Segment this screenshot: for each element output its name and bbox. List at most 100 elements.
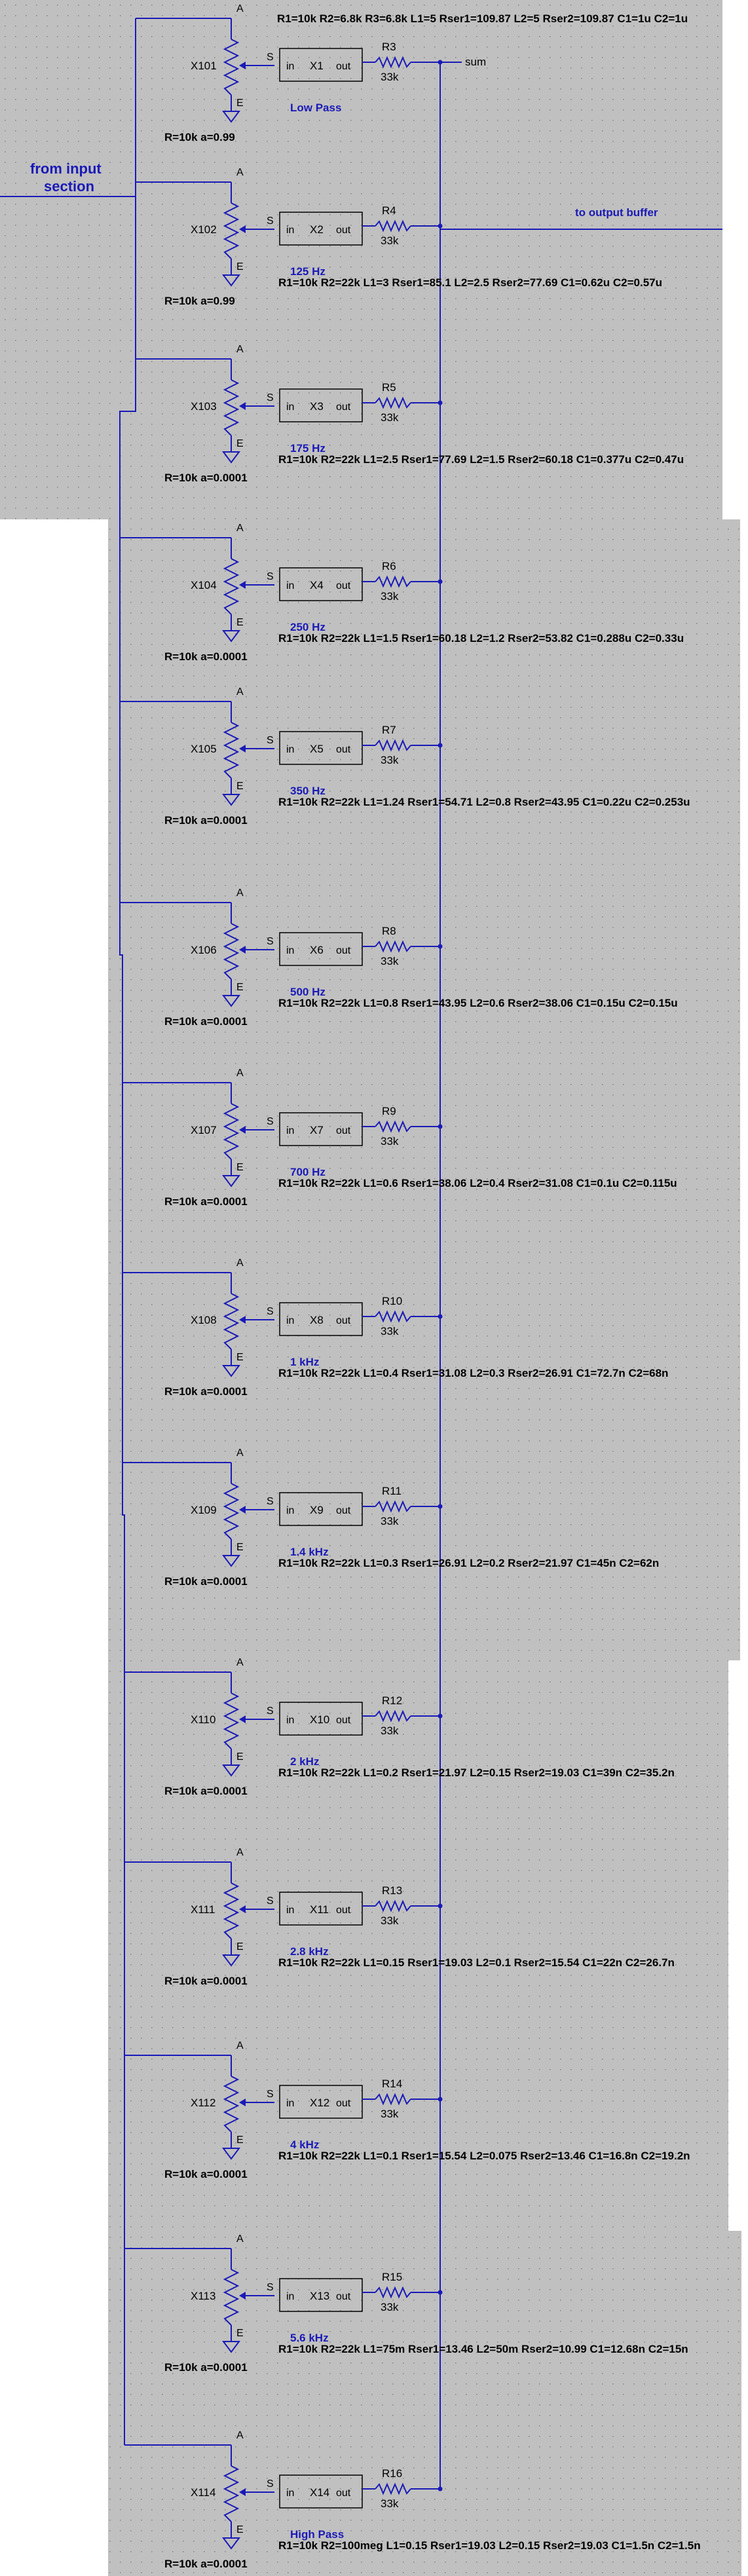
resistor-value: 33k <box>381 1515 399 1527</box>
wiper-label: S <box>267 1706 274 1717</box>
pot-params: R=10k a=0.0001 <box>164 2168 248 2180</box>
resistor-value: 33k <box>381 1725 399 1737</box>
pin-e-label: E <box>236 2135 244 2146</box>
band-label: 250 Hz <box>290 621 326 633</box>
pot-refdes: X109 <box>191 1504 217 1516</box>
band-label: 1.4 kHz <box>290 1546 329 1558</box>
schematic-shape <box>239 225 246 233</box>
pot-params: R=10k a=0.99 <box>164 295 235 307</box>
input-bus-wire <box>119 359 136 538</box>
resistor-value: 33k <box>381 71 399 83</box>
box-in-label: in <box>286 1715 294 1726</box>
schematic-shape <box>239 402 246 410</box>
pot-params: R=10k a=0.0001 <box>164 1785 248 1797</box>
schematic-shape <box>375 1500 411 1513</box>
schematic-shape <box>222 1175 240 1187</box>
stage-params: R1=10k R2=22k L1=0.2 Rser1=21.97 L2=0.15… <box>278 1766 675 1779</box>
schematic-shape <box>375 575 411 588</box>
box-refdes: X7 <box>310 1124 324 1136</box>
pin-a-label: A <box>236 344 244 355</box>
pin-e-label: E <box>236 2328 244 2339</box>
pot-refdes: X110 <box>191 1713 215 1726</box>
box-in-label: in <box>286 744 294 755</box>
box-out-label: out <box>336 1905 351 1916</box>
box-out-label: out <box>336 580 351 591</box>
pot-params: R=10k a=0.0001 <box>164 1015 248 1028</box>
box-refdes: X5 <box>310 743 324 755</box>
pot-refdes: X107 <box>191 1124 217 1136</box>
pot-params: R=10k a=0.0001 <box>164 472 248 484</box>
box-refdes: X1 <box>310 60 324 72</box>
schematic-shape <box>239 581 246 589</box>
net-labels: sum from input section to output buffer <box>30 56 658 219</box>
schematic-shape <box>222 1555 240 1567</box>
schematic-shape <box>222 274 240 287</box>
pin-e-label: E <box>236 2524 244 2535</box>
schematic-shape <box>222 794 240 806</box>
band-label: Low Pass <box>290 102 341 114</box>
box-refdes: X10 <box>310 1713 329 1726</box>
schematic-shape <box>375 2482 411 2495</box>
box-in-label: in <box>286 2488 294 2499</box>
box-out-label: out <box>336 1715 351 1726</box>
pin-a-label: A <box>236 1847 244 1858</box>
pot-params: R=10k a=0.0001 <box>164 1575 248 1588</box>
resistor-refdes: R4 <box>382 204 396 217</box>
pin-e-label: E <box>236 261 244 272</box>
schematic-shape <box>375 2286 411 2299</box>
schematic-shape <box>223 2465 240 2522</box>
pot-refdes: X103 <box>191 400 217 413</box>
box-refdes: X3 <box>310 400 324 413</box>
box-out-label: out <box>336 1315 351 1326</box>
pin-a-label: A <box>236 1258 244 1269</box>
resistor-value: 33k <box>381 2497 399 2510</box>
input-label-line2: section <box>44 178 94 195</box>
schematic-shape <box>438 223 443 229</box>
wiper-label: S <box>267 735 274 746</box>
resistor-refdes: R9 <box>382 1105 396 1117</box>
stage-params: R1=10k R2=22k L1=3 Rser1=85.1 L2=2.5 Rse… <box>278 276 662 289</box>
box-in-label: in <box>286 2098 294 2109</box>
box-refdes: X9 <box>310 1504 324 1516</box>
stage-params: R1=10k R2=22k L1=1.5 Rser1=60.18 L2=1.2 … <box>278 632 684 644</box>
stage-params: R1=10k R2=22k L1=2.5 Rser1=77.69 L2=1.5 … <box>278 453 684 466</box>
schematic-shape <box>375 739 411 752</box>
schematic-shape <box>279 212 363 246</box>
schematic-shape <box>223 2269 240 2326</box>
schematic-shape <box>438 400 443 405</box>
box-refdes: X14 <box>310 2486 329 2499</box>
schematic-shape <box>438 944 443 949</box>
schematic-shape <box>279 1702 363 1736</box>
schematic-shape <box>223 558 240 615</box>
pin-a-label: A <box>236 167 244 178</box>
schematic-shape <box>279 932 363 966</box>
box-out-label: out <box>336 2098 351 2109</box>
pin-a-label: A <box>236 1068 244 1079</box>
schematic-shape <box>223 202 240 259</box>
box-in-label: in <box>286 1125 294 1136</box>
sum-net-label: sum <box>465 56 486 68</box>
wiper-label: S <box>267 392 274 403</box>
pin-a-label: A <box>236 887 244 899</box>
schematic-shape <box>438 1504 443 1509</box>
band-label: 125 Hz <box>290 265 326 278</box>
box-refdes: X4 <box>310 579 324 591</box>
box-out-label: out <box>336 401 351 413</box>
schematic-shape <box>375 2093 411 2106</box>
schematic-shape <box>222 630 240 643</box>
box-in-label: in <box>286 1315 294 1326</box>
resistor-value: 33k <box>381 1914 399 1927</box>
schematic-shape <box>223 39 240 96</box>
band-label: 2.8 kHz <box>290 1945 329 1958</box>
schematic-shape <box>279 388 363 422</box>
resistor-value: 33k <box>381 234 399 247</box>
pin-e-label: E <box>236 617 244 628</box>
schematic-shape <box>223 2076 240 2133</box>
